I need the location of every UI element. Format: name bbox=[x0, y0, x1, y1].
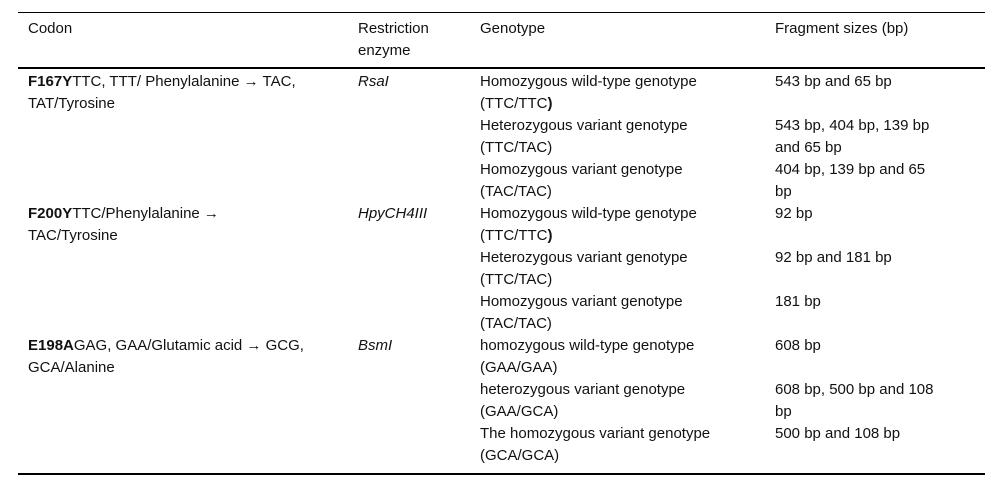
genotype-name: Heterozygous variant genotype bbox=[480, 117, 688, 134]
genotype-alleles: (GAA/GAA) bbox=[480, 359, 558, 376]
fragment-sizes-cell: 500 bp and 108 bp bbox=[775, 425, 901, 442]
column-header-fragment-sizes: Fragment sizes (bp) bbox=[775, 20, 909, 37]
fragment-sizes-cell: 543 bp, 404 bp, 139 bp and 65 bp bbox=[775, 117, 930, 156]
genotype-name: Heterozygous variant genotype bbox=[480, 249, 688, 266]
genotype-alleles-bold: ) bbox=[547, 95, 553, 112]
genotype-cell: Homozygous wild-type genotype (TTC/TTC) bbox=[480, 71, 775, 115]
codon-id: F200Y bbox=[28, 205, 73, 222]
genotype-alleles: (TAC/TAC) bbox=[480, 315, 552, 332]
fragment-sizes-cell: 543 bp and 65 bp bbox=[775, 73, 892, 90]
codon-cell: F167YTTC, TTT/ Phenylalanine → TAC, TAT/T… bbox=[18, 71, 358, 115]
table-row: Homozygous wild-type genotype (TTC/TTC) 5… bbox=[480, 71, 945, 115]
codon-change-line2: TAT/Tyrosine bbox=[28, 95, 115, 112]
table-body: F167YTTC, TTT/ Phenylalanine → TAC, TAT/T… bbox=[18, 69, 985, 473]
genotype-name: The homozygous variant genotype bbox=[480, 425, 711, 442]
genotype-cell: Homozygous wild-type genotype (TTC/TTC) bbox=[480, 203, 775, 247]
restriction-enzyme-cell: HpyCH4III bbox=[358, 205, 428, 222]
column-header-restriction-enzyme: Restriction enzyme bbox=[358, 20, 429, 59]
table-row-group-e198a: E198AGAG, GAA/Glutamic acid → GCG, GCA/Al… bbox=[18, 335, 985, 467]
codon-change-line2: GCA/Alanine bbox=[28, 359, 115, 376]
genotype-alleles: (GCA/GCA) bbox=[480, 447, 560, 464]
column-header-genotype: Genotype bbox=[480, 20, 546, 37]
fragment-sizes-cell: 92 bp bbox=[775, 205, 813, 222]
genotype-name: Homozygous variant genotype bbox=[480, 161, 683, 178]
genotype-alleles: (TTC/TAC) bbox=[480, 139, 553, 156]
table-row-group-f200y: F200YTTC/Phenylalanine → TAC/Tyrosine Hpy… bbox=[18, 203, 985, 335]
genotype-subrows: Homozygous wild-type genotype (TTC/TTC) 5… bbox=[480, 71, 945, 203]
table-row: heterozygous variant genotype (GAA/GCA) 6… bbox=[480, 379, 945, 423]
genotype-name: Homozygous variant genotype bbox=[480, 293, 683, 310]
codon-change-line1: TTC/Phenylalanine → bbox=[72, 205, 219, 222]
restriction-enzyme-cell: BsmI bbox=[358, 337, 393, 354]
table-row: The homozygous variant genotype (GCA/GCA)… bbox=[480, 423, 945, 467]
genotype-alleles: (TTC/TAC) bbox=[480, 271, 553, 288]
genotype-subrows: homozygous wild-type genotype (GAA/GAA) 6… bbox=[480, 335, 945, 467]
fragment-sizes-cell: 608 bp, 500 bp and 108 bp bbox=[775, 381, 934, 420]
table-row-group-f167y: F167YTTC, TTT/ Phenylalanine → TAC, TAT/T… bbox=[18, 71, 985, 203]
genotype-cell: Heterozygous variant genotype (TTC/TAC) bbox=[480, 115, 775, 159]
table-row: Homozygous variant genotype (TAC/TAC) 404… bbox=[480, 159, 945, 203]
genotype-name: heterozygous variant genotype bbox=[480, 381, 686, 398]
table-row: Homozygous wild-type genotype (TTC/TTC) 9… bbox=[480, 203, 945, 247]
genotype-name: Homozygous wild-type genotype bbox=[480, 73, 697, 90]
genotype-alleles: (TTC/TTC bbox=[480, 227, 548, 244]
fragment-sizes-cell: 608 bp bbox=[775, 337, 821, 354]
genotype-alleles: (TTC/TTC bbox=[480, 95, 548, 112]
genotype-alleles: (GAA/GCA) bbox=[480, 403, 559, 420]
pcr-rflp-genotype-table: Codon Restriction enzyme Genotype Fragme… bbox=[18, 12, 985, 475]
codon-cell: F200YTTC/Phenylalanine → TAC/Tyrosine bbox=[18, 203, 358, 247]
codon-change-line1: GAG, GAA/Glutamic acid → GCG, bbox=[73, 337, 304, 354]
table-row: Heterozygous variant genotype (TTC/TAC) 9… bbox=[480, 247, 945, 291]
genotype-subrows: Homozygous wild-type genotype (TTC/TTC) 9… bbox=[480, 203, 945, 335]
column-header-codon: Codon bbox=[28, 20, 73, 37]
genotype-name: homozygous wild-type genotype bbox=[480, 337, 695, 354]
table-header-row: Codon Restriction enzyme Genotype Fragme… bbox=[18, 13, 985, 69]
fragment-sizes-cell: 404 bp, 139 bp and 65 bp bbox=[775, 161, 926, 200]
genotype-cell: Homozygous variant genotype (TAC/TAC) bbox=[480, 159, 775, 203]
genotype-cell: Homozygous variant genotype (TAC/TAC) bbox=[480, 291, 775, 335]
genotype-cell: homozygous wild-type genotype (GAA/GAA) bbox=[480, 335, 775, 379]
codon-cell: E198AGAG, GAA/Glutamic acid → GCG, GCA/Al… bbox=[18, 335, 358, 379]
table-row: Homozygous variant genotype (TAC/TAC) 181… bbox=[480, 291, 945, 335]
genotype-alleles: (TAC/TAC) bbox=[480, 183, 552, 200]
codon-id: E198A bbox=[28, 337, 74, 354]
fragment-sizes-cell: 181 bp bbox=[775, 293, 821, 310]
genotype-name: Homozygous wild-type genotype bbox=[480, 205, 697, 222]
fragment-sizes-cell: 92 bp and 181 bp bbox=[775, 249, 892, 266]
genotype-cell: The homozygous variant genotype (GCA/GCA) bbox=[480, 423, 775, 467]
genotype-cell: Heterozygous variant genotype (TTC/TAC) bbox=[480, 247, 775, 291]
table-row: Heterozygous variant genotype (TTC/TAC) 5… bbox=[480, 115, 945, 159]
genotype-alleles-bold: ) bbox=[547, 227, 553, 244]
genotype-cell: heterozygous variant genotype (GAA/GCA) bbox=[480, 379, 775, 423]
codon-change-line2: TAC/Tyrosine bbox=[28, 227, 118, 244]
codon-change-line1: TTC, TTT/ Phenylalanine → TAC, bbox=[72, 73, 296, 90]
codon-id: F167Y bbox=[28, 73, 73, 90]
restriction-enzyme-cell: RsaI bbox=[358, 73, 389, 90]
table-row: homozygous wild-type genotype (GAA/GAA) 6… bbox=[480, 335, 945, 379]
